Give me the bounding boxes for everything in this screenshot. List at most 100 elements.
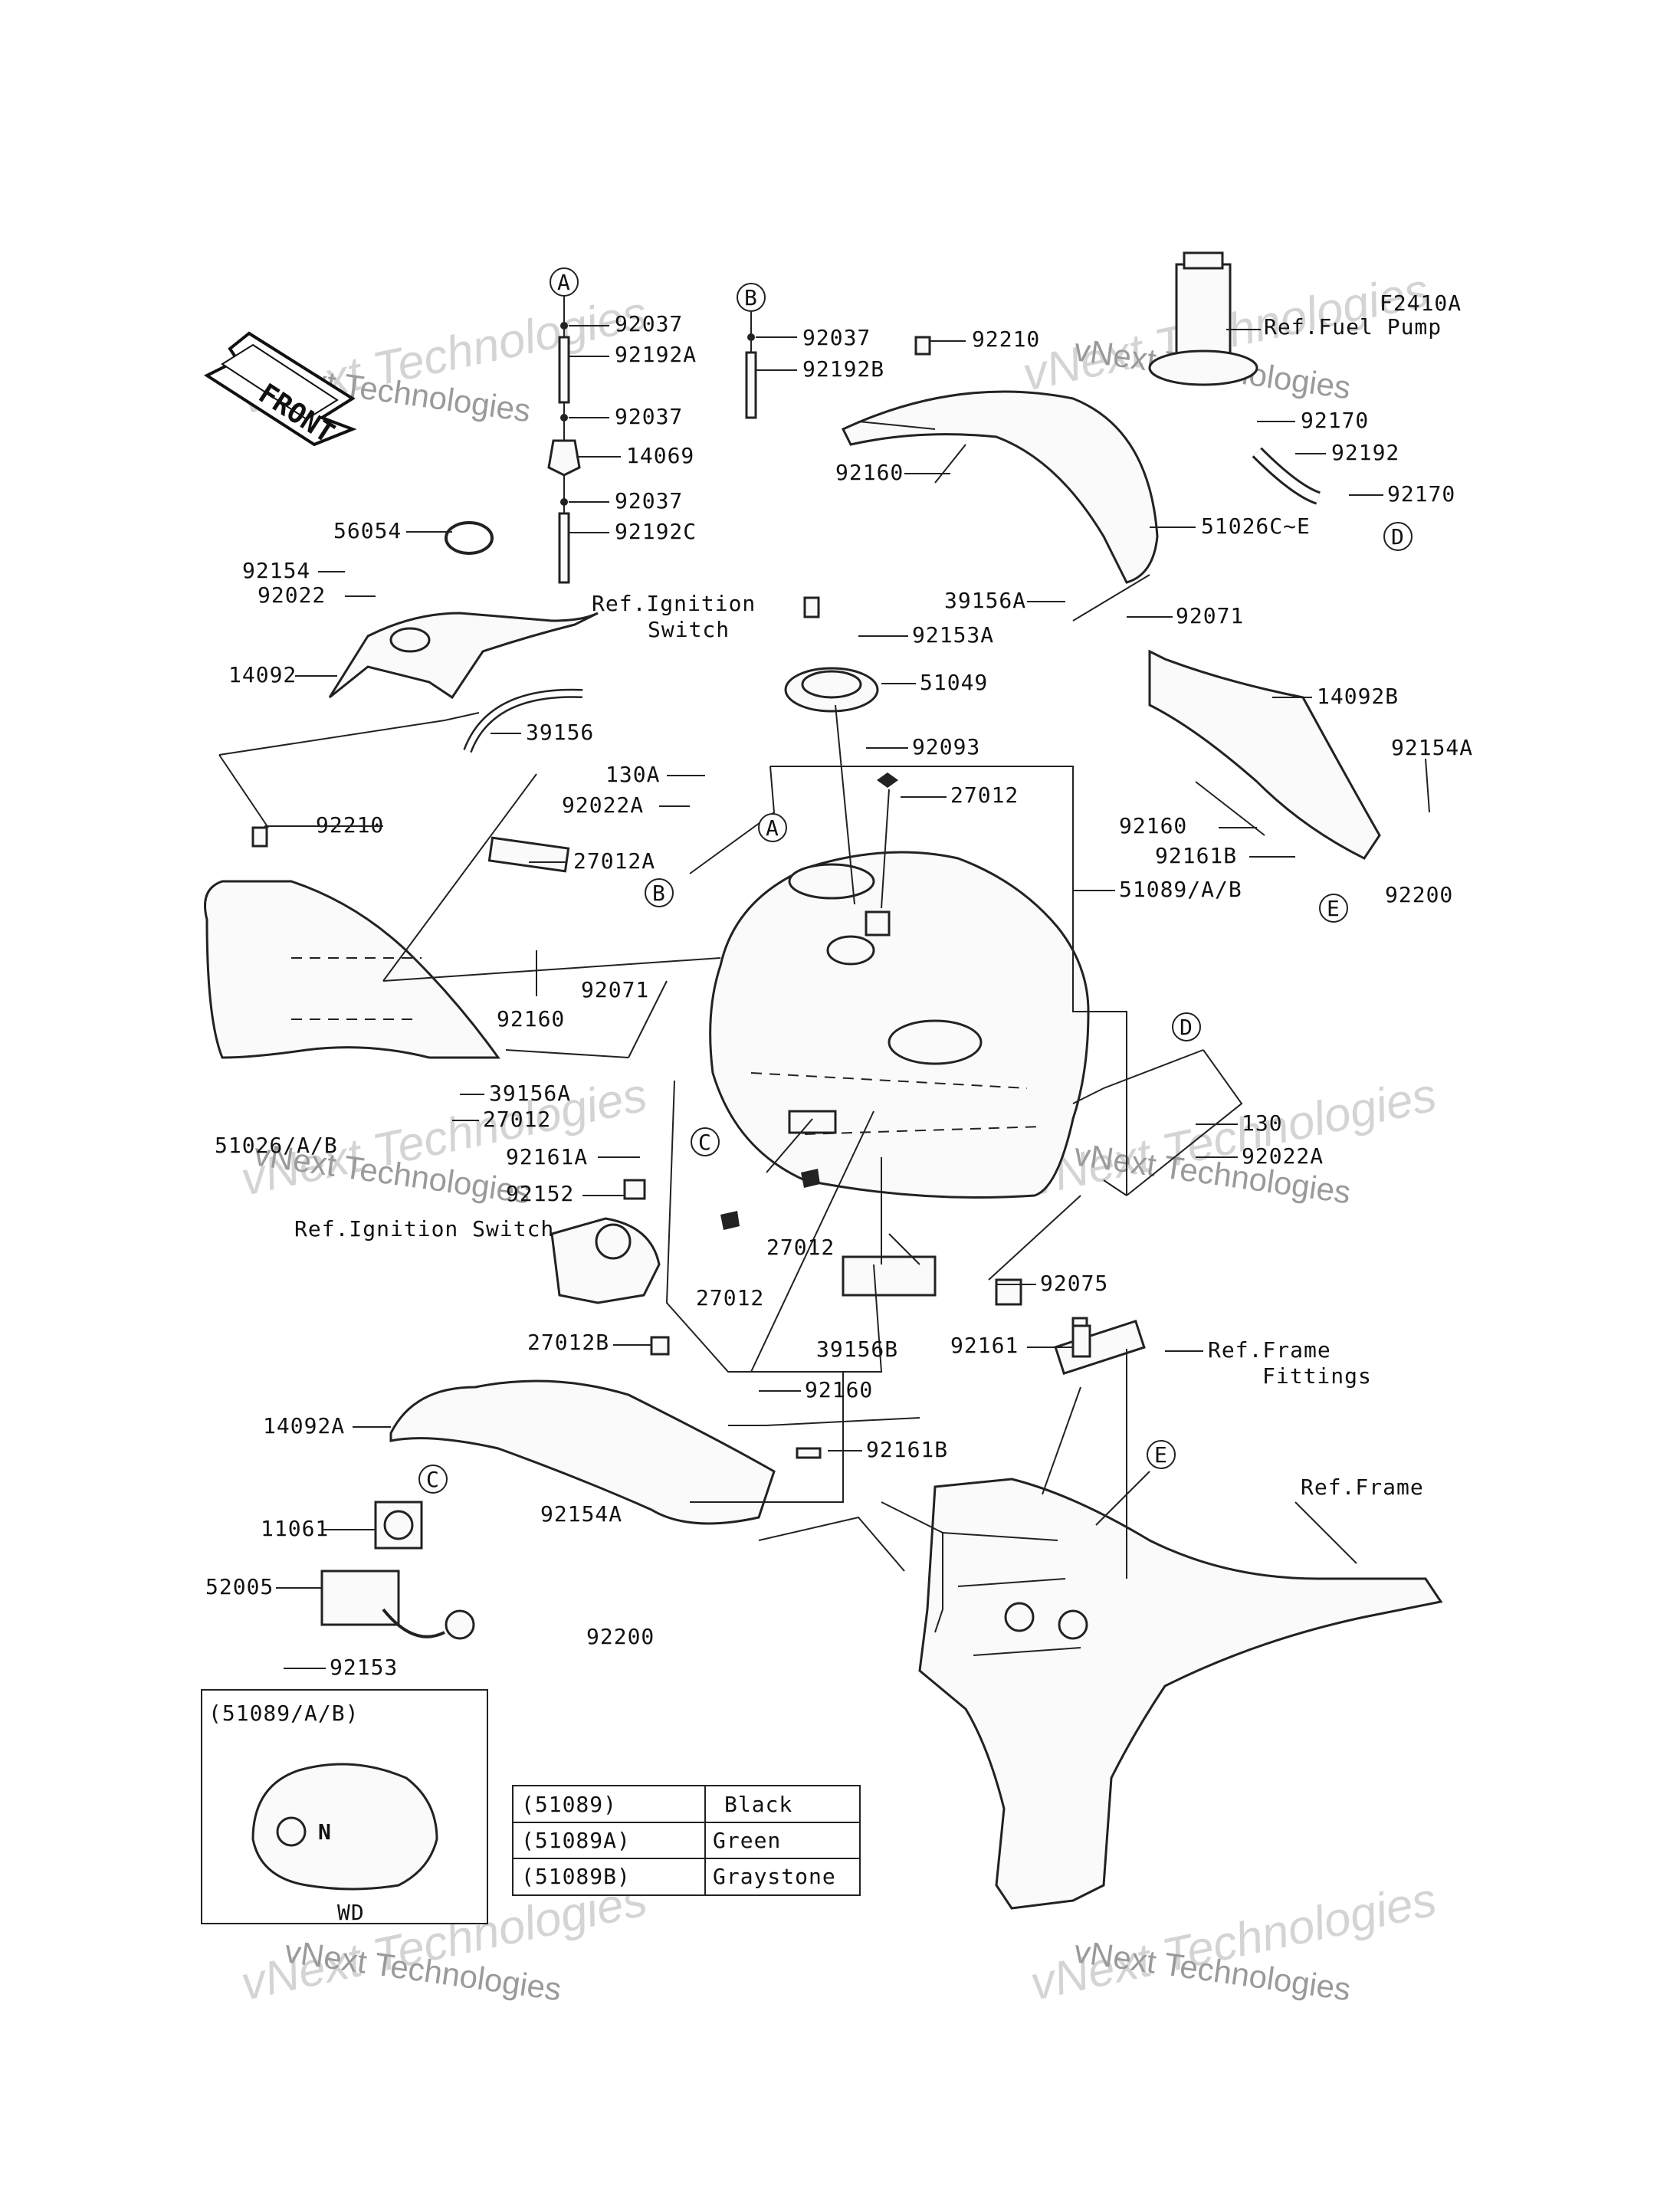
- part-label: 51089/A/B: [1119, 877, 1242, 902]
- callout-e: E: [1154, 1442, 1168, 1468]
- callouts: A B C C D D E E: [418, 522, 1413, 1494]
- fuel-pump: [1148, 251, 1321, 505]
- ignition-switch: [550, 1179, 661, 1304]
- callout-a-circle: [758, 813, 787, 842]
- part-label: 92037: [615, 311, 683, 336]
- callout-c: C: [426, 1467, 440, 1492]
- callout-c-circle: [691, 1127, 720, 1156]
- callout-a: A: [557, 270, 571, 295]
- part-label: 92037: [615, 488, 683, 513]
- callout-b-circle: [645, 878, 674, 907]
- callout-d: D: [1180, 1015, 1193, 1040]
- part-label: 92022A: [562, 792, 644, 818]
- gasket-56054: [445, 521, 494, 555]
- part-label: 92093: [912, 734, 980, 759]
- part-label: 92154: [242, 558, 310, 583]
- part-label: 92200: [586, 1624, 655, 1649]
- leader-lines: [218, 444, 1265, 1633]
- inset-title: (51089/A/B): [208, 1701, 359, 1726]
- part-label: 92152: [506, 1181, 574, 1206]
- part-label: 92170: [1387, 481, 1455, 507]
- part-label: 52005: [205, 1574, 274, 1599]
- part-label: 92160: [497, 1006, 565, 1032]
- part-label: 92022A: [1242, 1143, 1324, 1169]
- tank-cover-14092b: [1148, 649, 1381, 860]
- part-label: 130A: [605, 762, 660, 787]
- part-label: 92160: [835, 460, 904, 485]
- part-labels: 92037 92192A 92037 14069 92037 92192C 92…: [205, 311, 1473, 1680]
- callout-d-circle: [1172, 1012, 1201, 1041]
- inset-logo: N: [318, 1819, 331, 1845]
- callout-c: C: [698, 1130, 712, 1155]
- part-label: 92200: [1385, 882, 1453, 907]
- part-label: 27012A: [573, 848, 655, 874]
- part-label: 92154A: [540, 1501, 622, 1527]
- callout-d-circle: [1383, 522, 1413, 551]
- part-label: Switch: [648, 617, 730, 642]
- figure-code: F2410A: [1380, 290, 1462, 316]
- inset-code: WD: [337, 1900, 365, 1925]
- front-arrow-icon: FRONT: [203, 331, 357, 450]
- part-label: 14069: [626, 443, 694, 468]
- part-label: 92071: [581, 977, 649, 1002]
- part-label: Ref.Frame: [1208, 1337, 1331, 1363]
- part-label: 39156A: [944, 588, 1026, 613]
- vent-hose-assembly-a: A: [547, 267, 581, 584]
- part-label: 92192B: [802, 356, 884, 382]
- fuel-tank-51089: [709, 851, 1090, 1199]
- part-label: 92037: [615, 404, 683, 429]
- part-label: 14092: [228, 662, 297, 687]
- part-label: 14092A: [263, 1413, 345, 1438]
- part-label: 27012: [483, 1107, 551, 1132]
- part-label: 92192: [1331, 440, 1399, 465]
- part-label: 92170: [1301, 408, 1369, 433]
- part-label: 92071: [1176, 603, 1244, 628]
- part-label: 27012: [950, 782, 1019, 808]
- part-label: 92160: [805, 1377, 873, 1402]
- color-table: (51089) Black (51089A) Green (51089B) Gr…: [512, 1785, 861, 1896]
- part-label: 39156A: [489, 1081, 571, 1106]
- tank-cover-14092a: [389, 1336, 822, 1525]
- part-label: 92192C: [615, 519, 697, 544]
- part-label: 92037: [802, 325, 871, 350]
- callout-e-circle: [1319, 894, 1348, 923]
- part-label: 92192A: [615, 342, 697, 367]
- callout-e-circle: [1147, 1440, 1176, 1469]
- side-cover-51026ab: [204, 826, 500, 1059]
- part-label: 92022: [258, 582, 326, 608]
- tank-cover-14092: [328, 521, 599, 753]
- fuel-cap-51049: [784, 596, 879, 713]
- part-label: 92210: [972, 326, 1040, 352]
- part-label: Ref.Fuel Pump: [1264, 314, 1442, 339]
- part-label: Ref.Frame: [1301, 1474, 1424, 1500]
- part-label: 92161B: [1155, 843, 1237, 868]
- callout-a-circle: [550, 267, 579, 297]
- part-label: Fittings: [1262, 1363, 1372, 1389]
- part-label: 51049: [920, 670, 988, 695]
- color-table-code: (51089B): [521, 1864, 631, 1889]
- part-label: 92161A: [506, 1144, 588, 1169]
- color-table-color: Green: [713, 1828, 781, 1853]
- part-label: 14092B: [1317, 684, 1399, 709]
- part-label: 27012: [696, 1285, 764, 1310]
- frame: [918, 1317, 1443, 1910]
- part-label: 92161B: [866, 1437, 948, 1462]
- part-label: 92153: [330, 1655, 398, 1680]
- part-label: 51026/A/B: [215, 1133, 338, 1158]
- callout-e: E: [1327, 896, 1340, 921]
- inset-tank-variant: (51089/A/B) N WD: [201, 1689, 488, 1925]
- part-label: 130: [1242, 1110, 1283, 1136]
- color-table-color: Graystone: [713, 1864, 836, 1889]
- callout-b: B: [652, 881, 666, 906]
- vent-hose-assembly-b: B: [737, 283, 766, 419]
- part-label: 27012B: [527, 1330, 609, 1355]
- part-label: Ref.Ignition Switch: [294, 1216, 554, 1242]
- color-table-code: (51089A): [521, 1828, 631, 1853]
- clip-92210-top: [914, 336, 931, 356]
- color-table-color: Black: [724, 1792, 792, 1817]
- part-label: 39156B: [816, 1337, 898, 1362]
- part-label: 92154A: [1391, 735, 1473, 760]
- part-label: 92153A: [912, 622, 994, 648]
- color-table-code: (51089): [521, 1792, 617, 1817]
